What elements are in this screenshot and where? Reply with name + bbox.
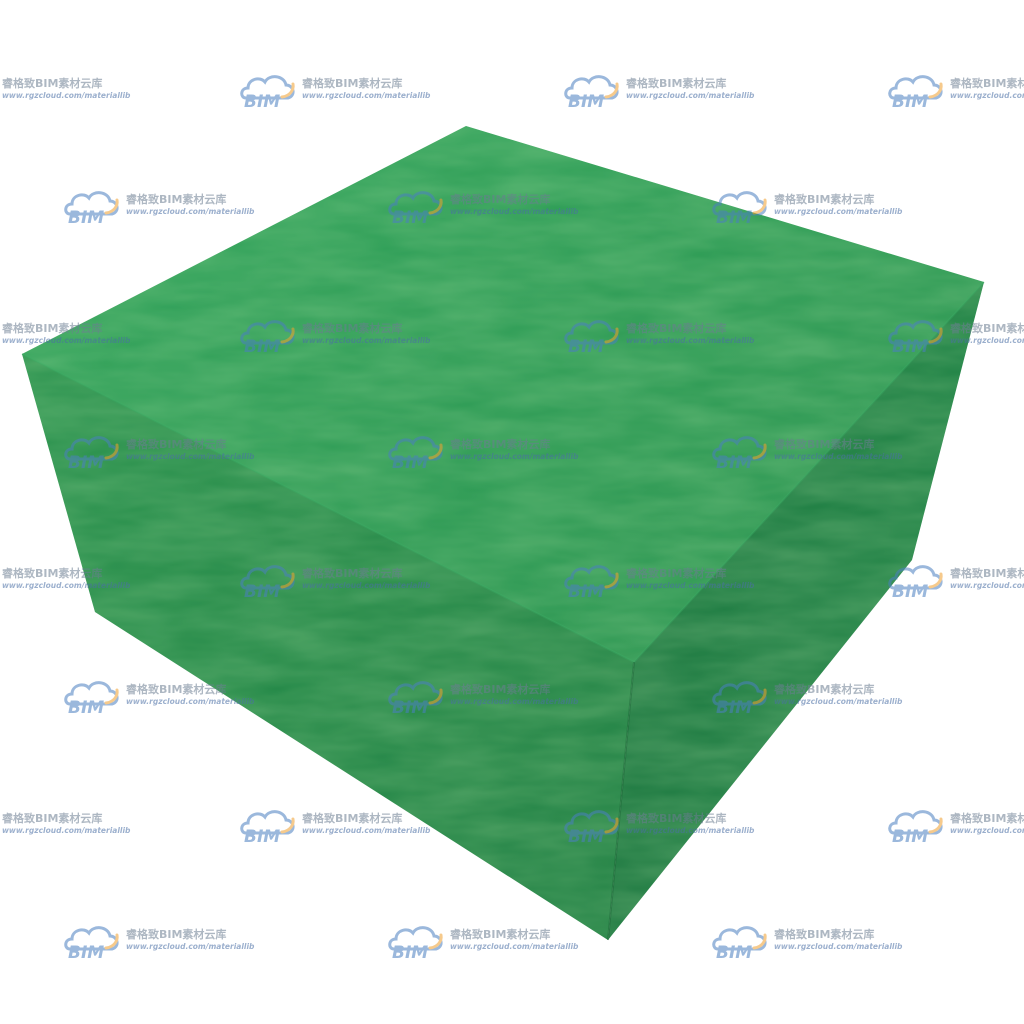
green-block-model (21, 126, 985, 941)
render-viewport: BIM 睿格致BIM素材云库 www.rgzcloud.com/material… (2, 75, 1024, 961)
